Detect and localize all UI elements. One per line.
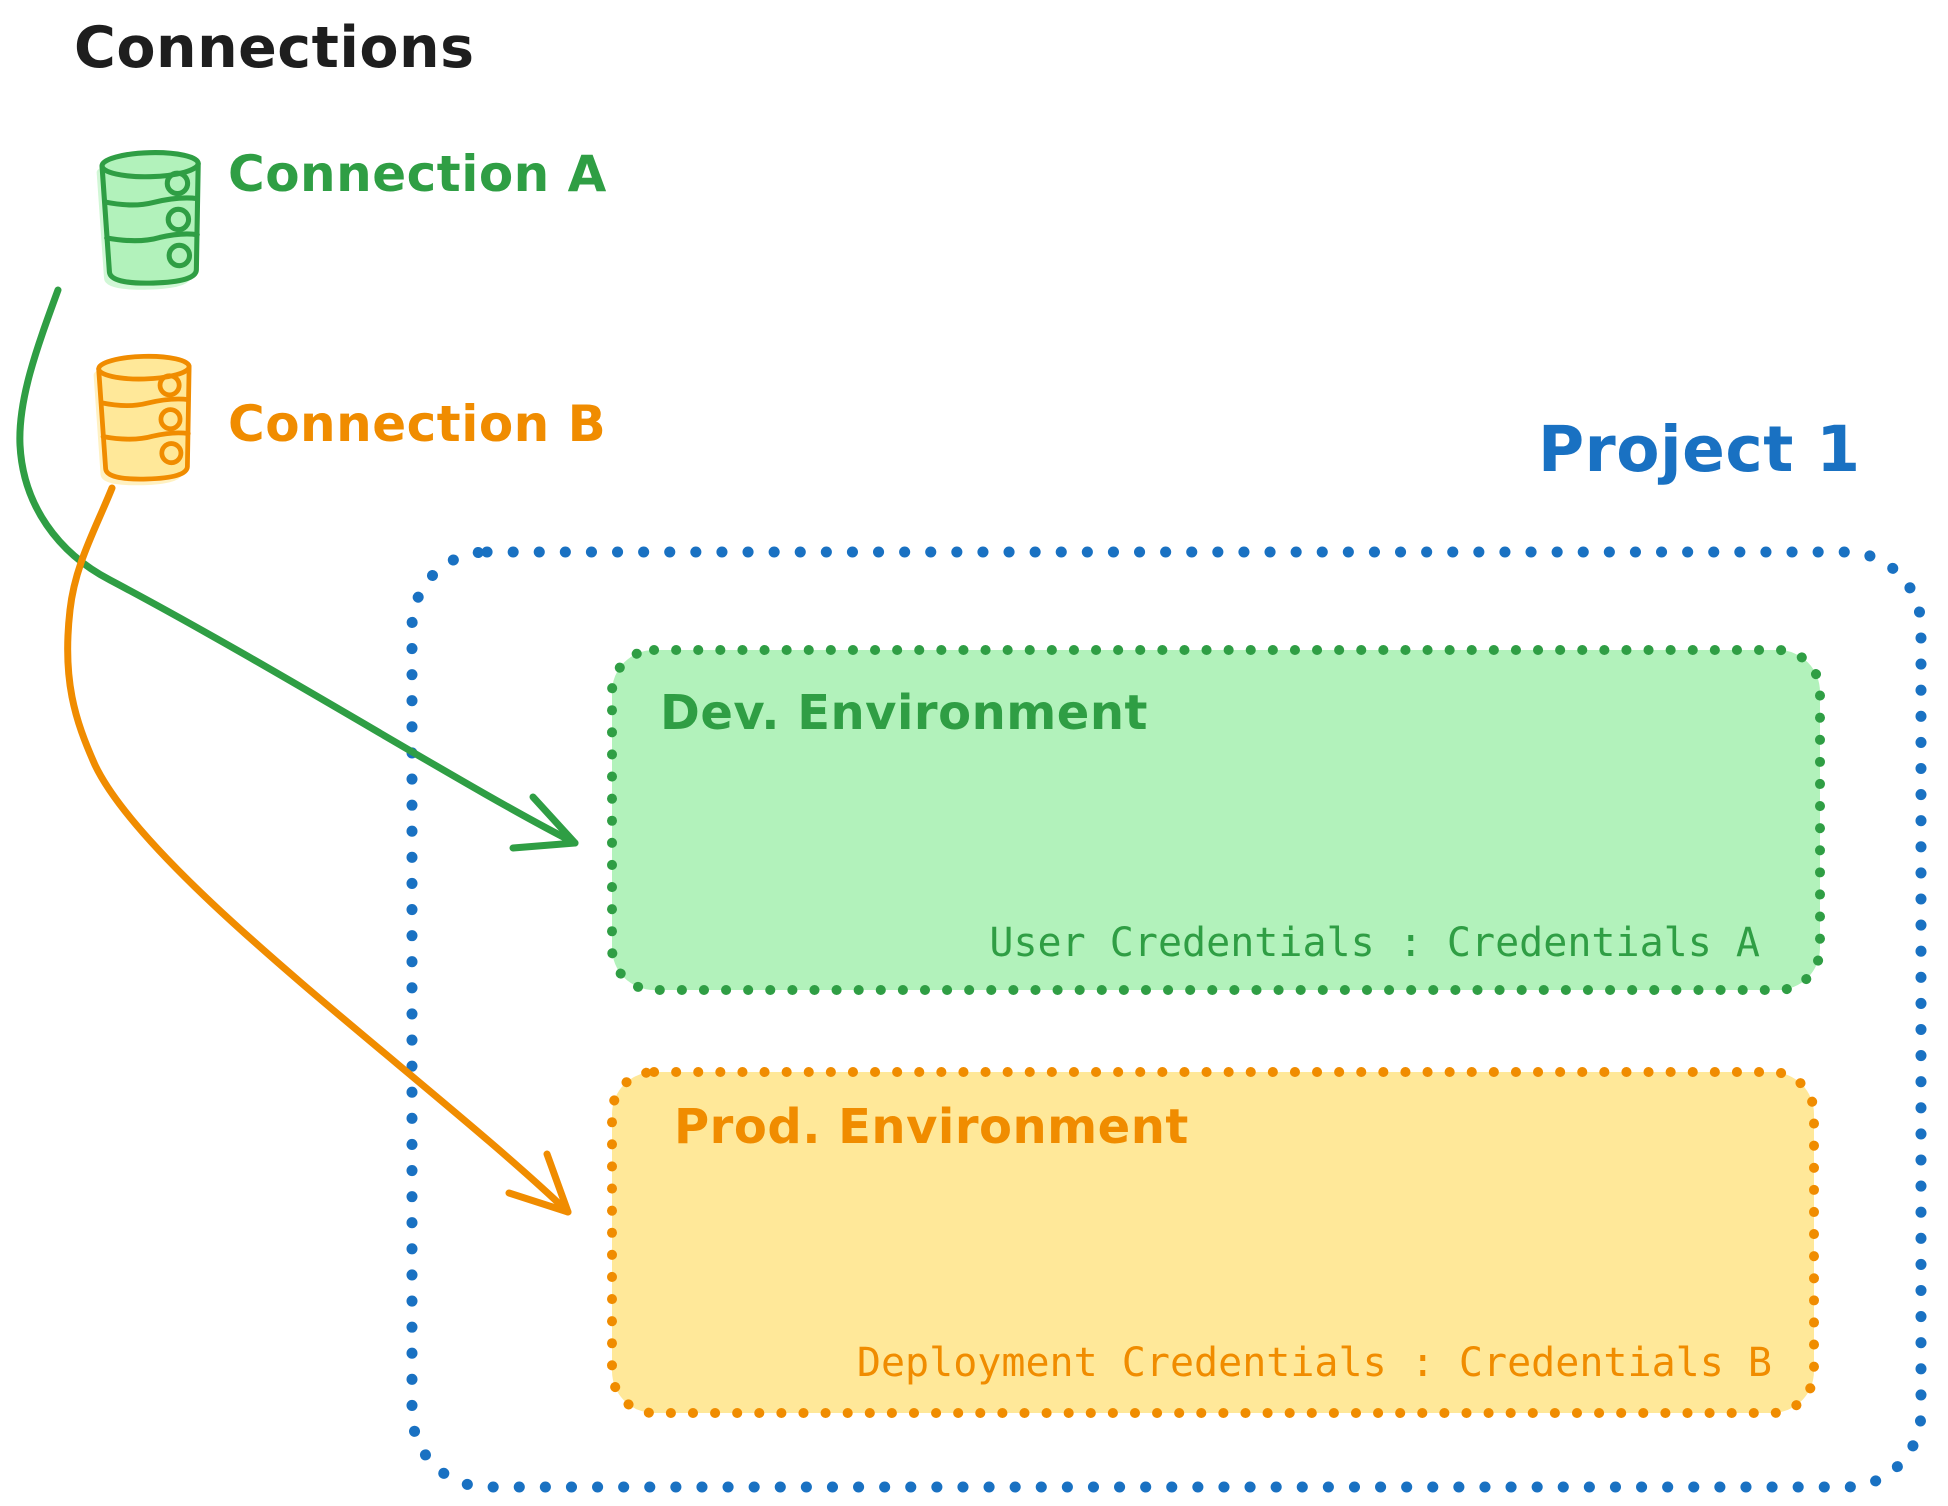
dev-environment-box [607,645,1825,995]
arrow-a-shaft [16,286,579,847]
dev-environment-title: Dev. Environment [660,685,1148,741]
prod-credentials-label: Deployment Credentials : Credentials B [856,1340,1772,1386]
connections-title: Connections [74,15,475,81]
project-box-border [406,546,1927,1493]
project-title: Project 1 [1538,413,1861,486]
arrow-b-shaft [64,484,572,1216]
arrow-connection-b-to-prod [64,484,572,1216]
arrow-a-arrowhead-icon [509,793,579,852]
prod-environment-box [607,1067,1819,1418]
dev-credentials-label: User Credentials : Credentials A [989,920,1760,966]
prod-environment-title: Prod. Environment [674,1099,1189,1155]
arrow-connection-a-to-dev [16,286,579,852]
arrow-b-arrowhead-icon [505,1150,572,1216]
database-icon [96,150,201,290]
database-icon [93,353,192,486]
connection-b-label: Connection B [228,395,607,453]
connection-a-label: Connection A [228,145,607,203]
